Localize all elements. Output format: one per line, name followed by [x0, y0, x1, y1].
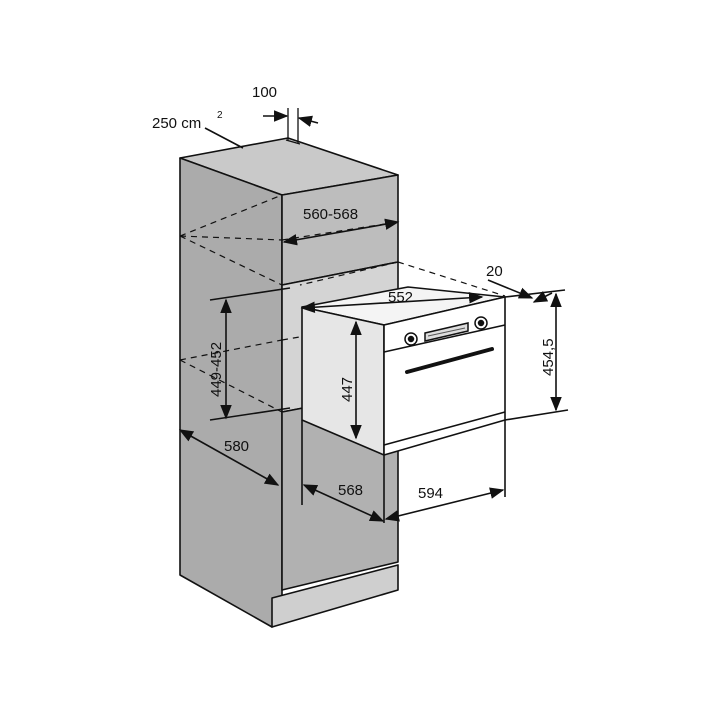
label-niche-width: 560-568: [303, 206, 358, 223]
dimension-lines: [178, 110, 569, 523]
label-vent-area: 250 cm: [152, 115, 201, 132]
label-oven-depth-top: 552: [388, 289, 413, 306]
label-niche-height: 449-452: [208, 342, 225, 397]
label-oven-height: 447: [339, 377, 356, 402]
label-oven-depth: 568: [338, 482, 363, 499]
oven-controls: [404, 316, 488, 346]
cabinet-side-panel: [179, 157, 283, 628]
oven: [301, 286, 506, 456]
vent-slot: [285, 108, 301, 145]
label-vent-gap: 100: [252, 84, 277, 101]
label-front-height: 454,5: [540, 338, 557, 376]
oven-door-handle: [405, 347, 494, 374]
label-front-offset: 20: [486, 263, 503, 280]
label-front-width: 594: [418, 485, 443, 502]
plinth: [271, 564, 399, 628]
label-vent-area-superscript: 2: [217, 110, 223, 121]
dimension-labels: 250 cm 2 100 560-568 552 20 454,5 449-45…: [152, 84, 557, 502]
label-cabinet-depth: 580: [224, 438, 249, 455]
